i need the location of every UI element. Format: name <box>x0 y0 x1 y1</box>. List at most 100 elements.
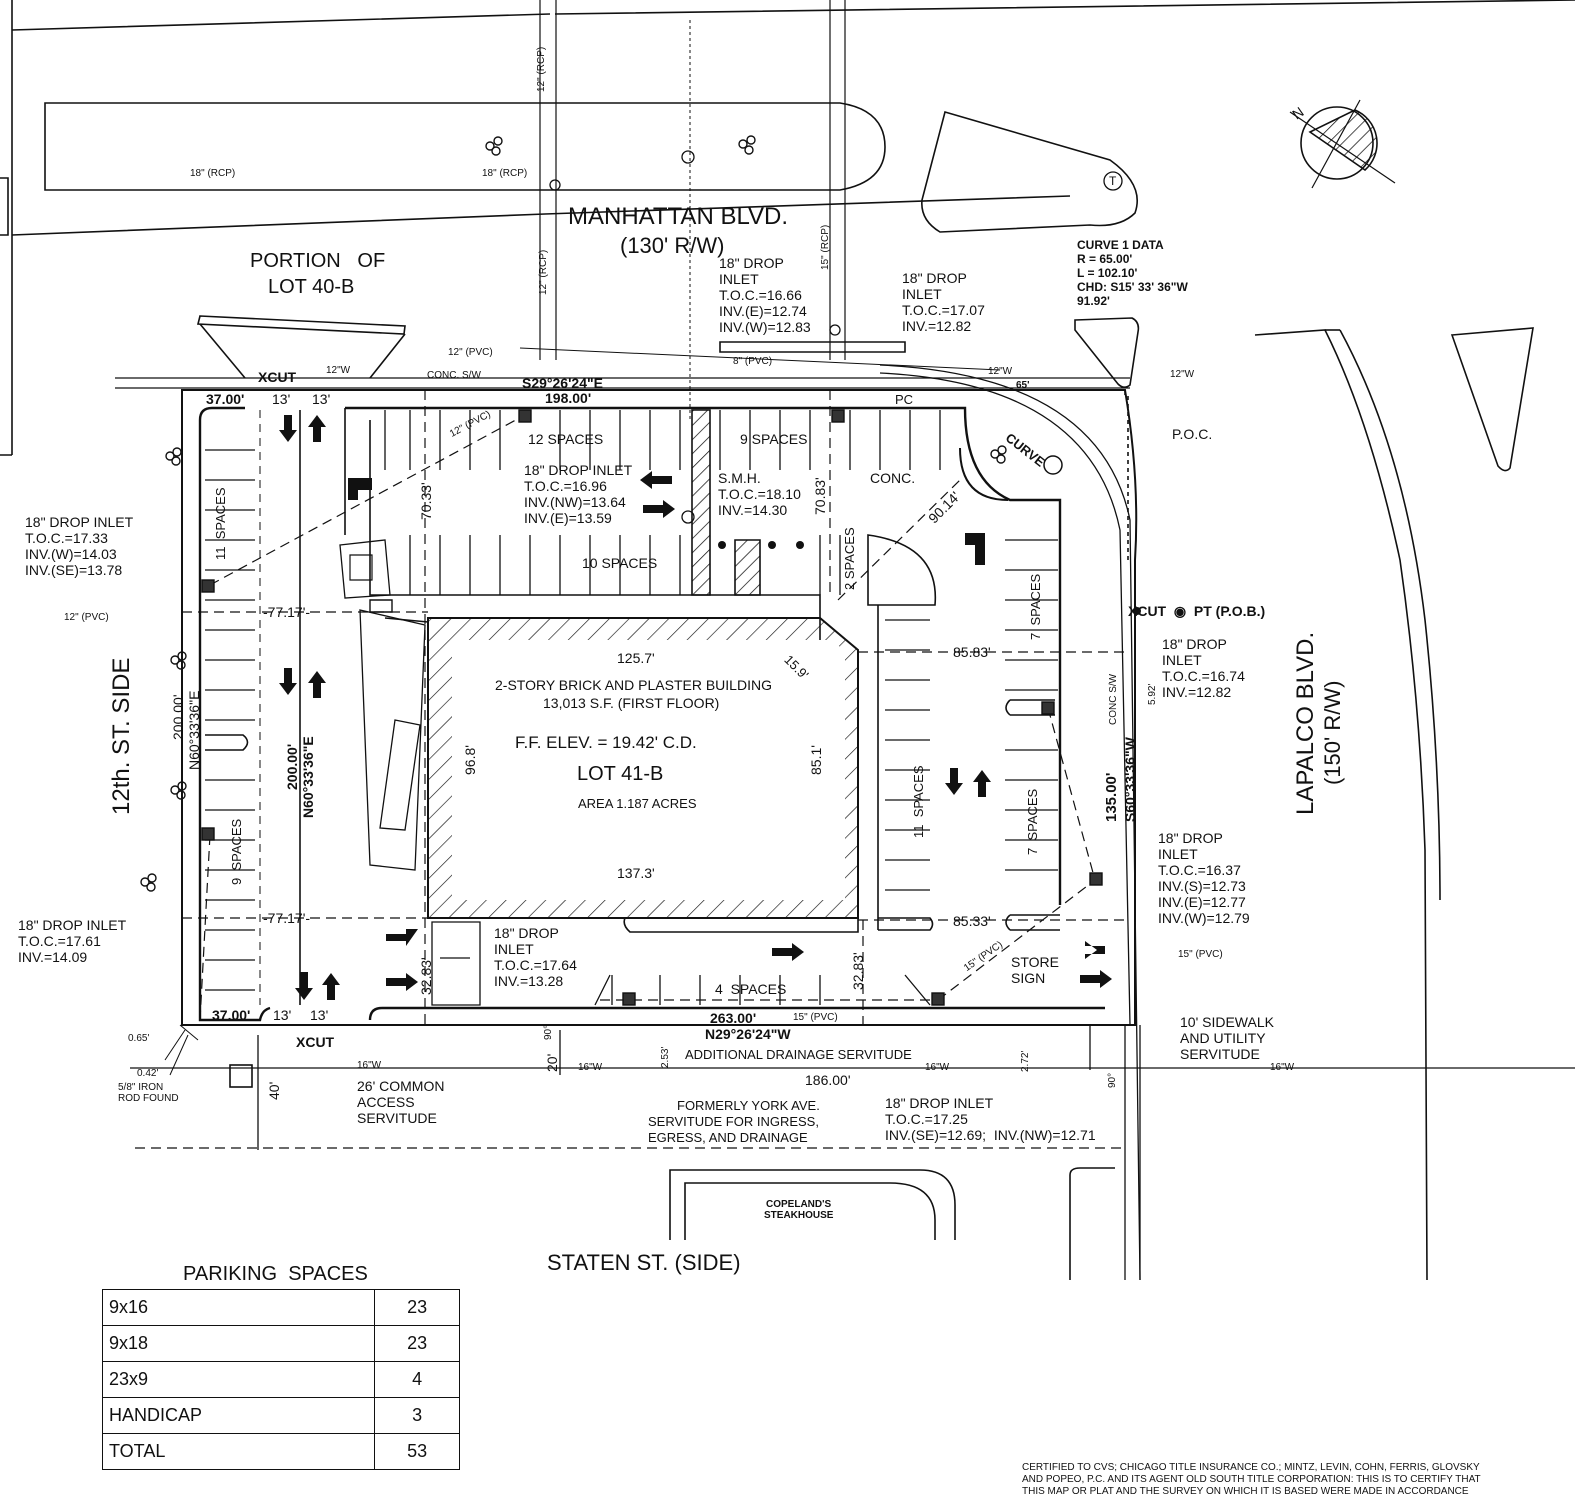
dim-70-83: 70.83' <box>812 477 828 515</box>
tree-icon <box>738 135 756 155</box>
hydrant-icon <box>718 541 726 549</box>
space-count: 3 <box>374 1397 460 1434</box>
inlet-bottom-a-4: INV.=13.28 <box>494 973 564 989</box>
table-row: 23x9 4 <box>101 1361 460 1398</box>
sidewalk-servitude-2: AND UTILITY <box>1180 1030 1266 1046</box>
road-edge-median-south <box>11 195 1071 236</box>
spaces-10: 10 SPACES <box>582 555 658 571</box>
center-right-island <box>877 605 934 931</box>
copeland-2: STEAKHOUSE <box>764 1210 834 1221</box>
curve-chord-length: 91.92' <box>1077 294 1110 308</box>
drive-thru-area <box>359 609 426 871</box>
copeland-curb <box>669 1169 956 1240</box>
arrow-icon <box>1080 970 1112 988</box>
turn-arrow-icon <box>348 478 372 500</box>
store-sign-1: STORE <box>1011 954 1059 970</box>
stall-stripes-top <box>384 410 941 595</box>
water-16-c: 16"W <box>925 1062 950 1073</box>
drop-inlet-icon <box>1041 701 1055 715</box>
inlet-top-b-2: INLET <box>902 286 942 302</box>
dim-20: 20' <box>544 1053 560 1072</box>
pipe-12rcp-a: 12" (RCP) <box>536 46 547 92</box>
poc-label: P.O.C. <box>1172 426 1213 442</box>
southeast-curb <box>1069 1167 1115 1280</box>
york-ave-3: EGRESS, AND DRAINAGE <box>648 1130 808 1145</box>
inlet-left-a-1: 18" DROP INLET <box>25 514 134 530</box>
smh-2: T.O.C.=18.10 <box>718 486 801 502</box>
water-16-d: 16"W <box>1270 1062 1295 1073</box>
handicap-aisle <box>734 539 761 596</box>
lapalco-sidewalk <box>1124 1025 1141 1280</box>
dim-0-42: 0.42' <box>137 1068 159 1079</box>
spaces-7-upper: 7 SPACES <box>1028 573 1043 640</box>
survey-dashes <box>182 390 1130 1025</box>
dim-200-center: 200.00' <box>284 743 300 790</box>
hydrant-icon <box>796 541 804 549</box>
left-island <box>205 734 249 751</box>
space-type: HANDICAP <box>101 1397 376 1434</box>
inlet-right-b-5: INV.(E)=12.77 <box>1158 894 1246 910</box>
inlet-mid-2: T.O.C.=16.96 <box>524 478 607 494</box>
inlet-top-b-3: T.O.C.=17.07 <box>902 302 985 318</box>
left-frame <box>0 0 13 456</box>
dim-13-top-a: 13' <box>272 391 291 407</box>
table-row: 9x16 23 <box>101 1289 460 1326</box>
dim-70-33: 70.33' <box>418 482 434 520</box>
spaces-4: 4 SPACES <box>715 981 787 997</box>
street-12th: 12th. ST. SIDE <box>108 657 135 815</box>
lot-40b-label: LOT 40-B <box>268 276 355 298</box>
stall-stripes-left <box>205 449 255 991</box>
inlet-bottom-a-3: T.O.C.=17.64 <box>494 957 577 973</box>
south-island <box>623 917 859 933</box>
arrow-icon <box>308 415 326 442</box>
pc-label: PC <box>895 392 914 407</box>
tree-icons <box>140 135 1007 892</box>
inlet-bottom-a-1: 18" DROP <box>494 925 559 941</box>
copeland-1: COPELAND'S <box>766 1199 832 1210</box>
dim-2-72: 2.72' <box>1020 1050 1031 1072</box>
curb-top <box>345 406 1062 905</box>
iron-rod-1: 5/8" IRON <box>118 1082 164 1093</box>
water-16-b: 16"W <box>578 1062 603 1073</box>
lot-40b-leg-left <box>199 323 246 379</box>
manhole-icon <box>829 324 841 336</box>
smh-3: INV.=14.30 <box>718 502 788 518</box>
york-ave-2: SERVITUDE FOR INGRESS, <box>648 1114 819 1129</box>
tree-icon <box>170 781 187 800</box>
dumpster <box>349 554 373 581</box>
arrow-icon <box>973 770 991 797</box>
pipe-12pvc-a: 12" (PVC) <box>448 347 493 358</box>
curve-sidewalk <box>879 372 1131 1026</box>
manhattan-median <box>44 102 886 191</box>
space-count: 53 <box>374 1433 460 1470</box>
turn-arrow-icon <box>965 533 985 565</box>
curve-radius: R = 65.00' <box>1077 252 1133 266</box>
lot-40b-leg <box>369 333 406 379</box>
table-row: 9x18 23 <box>101 1325 460 1362</box>
street-manhattan-rw: (130' R/W) <box>620 233 725 258</box>
dim-135: 135.00' <box>1103 772 1120 822</box>
parking-table-title: PARIKING SPACES <box>183 1263 368 1285</box>
inlet-mid-1: 18" DROP INLET <box>524 462 633 478</box>
stall-stripes-bottom <box>594 974 931 1006</box>
inlet-top-b-1: 18" DROP <box>902 270 967 286</box>
manhole-icon <box>681 510 695 524</box>
pipe-18rcp-b: 18" (RCP) <box>482 168 528 179</box>
parking-spaces-table: 9x16 23 9x18 23 23x9 4 HANDICAP 3 TOTAL … <box>101 1289 460 1470</box>
common-access-3: SERVITUDE <box>357 1110 437 1126</box>
tree-icon <box>990 445 1007 464</box>
smh-1: S.M.H. <box>718 470 761 486</box>
dim-137-3: 137.3' <box>617 865 655 881</box>
inlet-right-b-4: INV.(S)=12.73 <box>1158 878 1246 894</box>
spaces-12: 12 SPACES <box>528 431 604 447</box>
street-lapalco-rw: (150' R/W) <box>1320 680 1345 785</box>
dim-96-8: 96.8' <box>462 745 478 775</box>
bearing-top: S29°26'24"E <box>522 375 603 391</box>
dim-0-65: 0.65' <box>128 1033 150 1044</box>
inlet-bottom-b-3: INV.(SE)=12.69; INV.(NW)=12.71 <box>885 1127 1096 1143</box>
angle-90-right: 90° <box>1107 1072 1118 1088</box>
inlet-bottom-a-2: INLET <box>494 941 534 957</box>
dim-85-33: 85.33' <box>953 913 991 929</box>
inlet-bottom-b-2: T.O.C.=17.25 <box>885 1111 968 1127</box>
